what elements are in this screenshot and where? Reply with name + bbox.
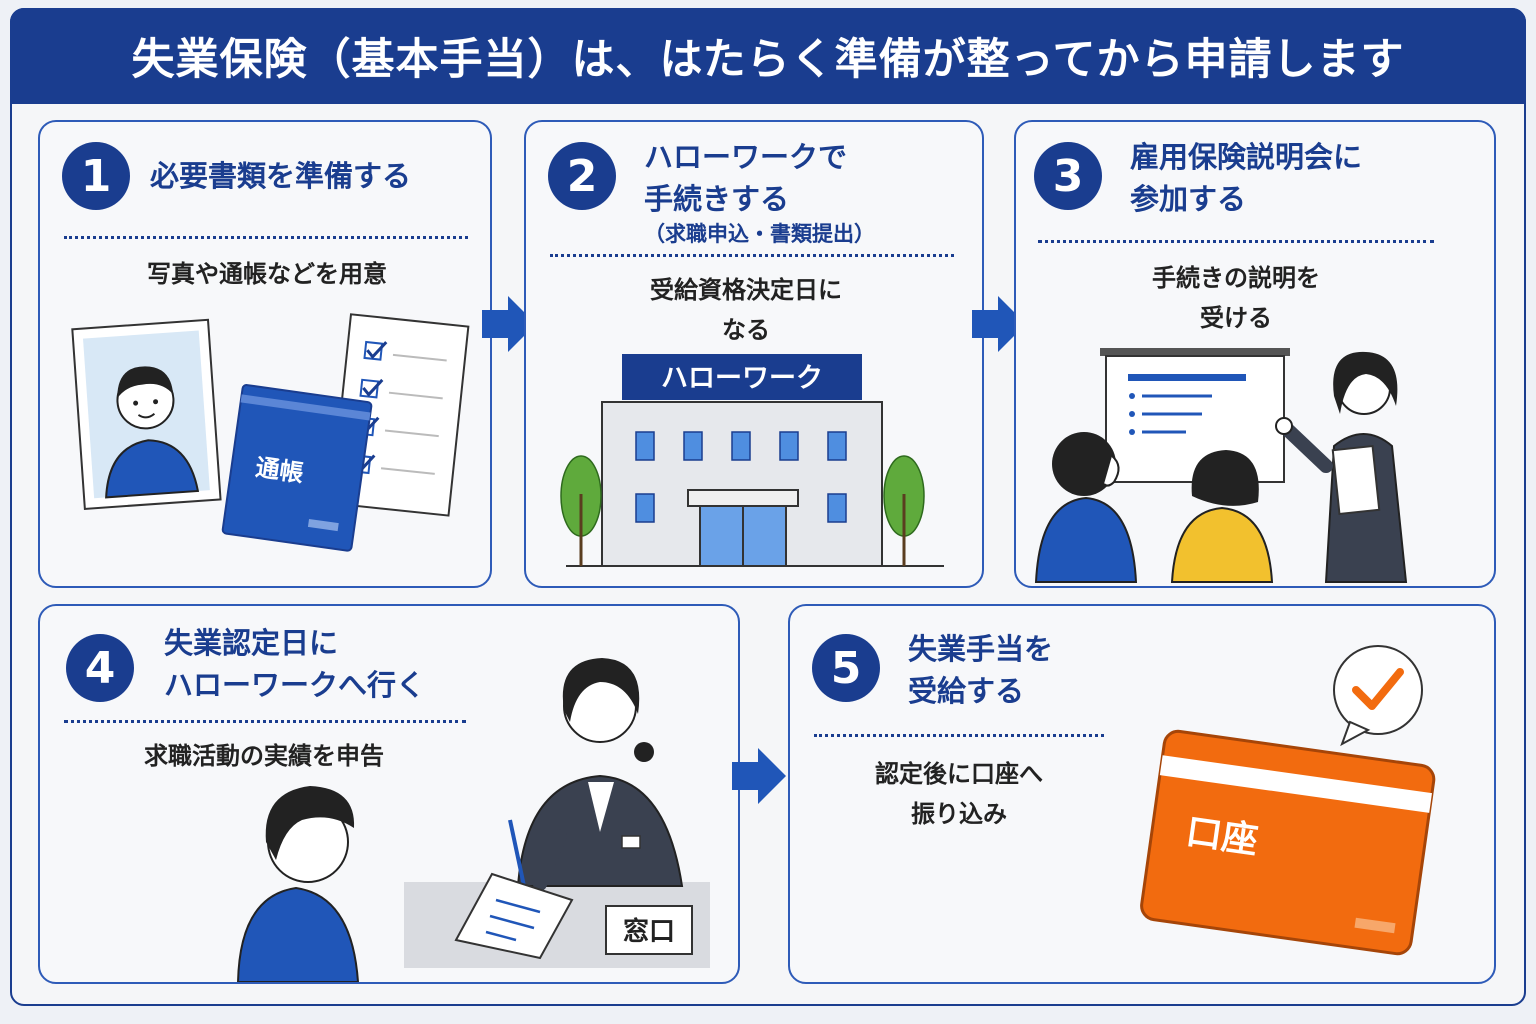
step-5-description: 認定後に口座へ 振り込み — [814, 754, 1104, 834]
step-4-description: 求職活動の実績を申告 — [144, 742, 384, 770]
step-4-divider — [64, 720, 466, 723]
step-3-heading-line1: 雇用保険説明会に — [1130, 140, 1363, 174]
applicant-person-icon — [236, 786, 360, 982]
step-2-heading-line1: ハローワークで — [644, 140, 848, 174]
passbook-icon: 通帳 — [221, 384, 373, 552]
step-2-panel: 2 ハローワークで 手続きする （求職申込・書類提出） 受給資格決定日に なる … — [524, 120, 984, 588]
step-5-heading-line2: 受給する — [908, 674, 1025, 708]
step-2-heading-sub: （求職申込・書類提出） — [644, 222, 875, 246]
tree-icon — [883, 455, 925, 566]
step-2-heading: ハローワークで 手続きする （求職申込・書類提出） — [644, 136, 875, 248]
step-5-heading: 失業手当を 受給する — [908, 628, 1053, 712]
page-title: 失業保険（基本手当）は、はたらく準備が整ってから申請します — [131, 35, 1405, 85]
presenter-person-icon — [1275, 351, 1408, 583]
step-3-panel: 3 雇用保険説明会に 参加する 手続きの説明を 受ける — [1014, 120, 1496, 588]
step-2-divider — [550, 254, 954, 257]
hello-work-building-illustration: ハローワーク — [560, 354, 944, 567]
step-2-number: 2 — [548, 142, 616, 210]
step-3-description-line1: 手続きの説明を — [1152, 264, 1320, 292]
step-4-heading-line2: ハローワークへ行く — [164, 668, 426, 702]
step-2-description: 受給資格決定日に なる — [526, 270, 966, 350]
step-1-number: 1 — [62, 142, 130, 210]
step-3-heading: 雇用保険説明会に 参加する — [1130, 136, 1362, 220]
step-2-description-line2: なる — [722, 316, 770, 344]
bankbook-icon: 口座 — [1140, 729, 1436, 956]
check-bubble-icon — [1333, 645, 1423, 747]
clerk-person-icon — [508, 658, 684, 891]
step-1-panel: 1 必要書類を準備する 写真や通帳などを用意 — [38, 120, 492, 588]
step-3-description: 手続きの説明を 受ける — [1016, 258, 1456, 338]
tree-icon — [560, 455, 602, 566]
audience-person-icon — [1170, 450, 1274, 583]
counter-illustration: 窓口 — [236, 658, 710, 982]
step-5-heading-line1: 失業手当を — [908, 632, 1054, 666]
step-3-heading-line2: 参加する — [1130, 182, 1247, 216]
step-4-heading-line1: 失業認定日に — [164, 626, 339, 660]
passbook-label: 通帳 — [254, 453, 305, 487]
photo-icon — [71, 318, 222, 510]
bankbook-label: 口座 — [1183, 811, 1260, 862]
checklist-icon — [330, 313, 470, 517]
seminar-illustration — [1034, 348, 1408, 583]
step-5-divider — [814, 734, 1104, 737]
building-sign-label: ハローワーク — [661, 363, 823, 394]
step-1-description: 写真や通帳などを用意 — [147, 260, 387, 288]
step-4-panel: 4 失業認定日に ハローワークへ行く 求職活動の実績を申告 窓口 — [38, 604, 740, 984]
title-bar: 失業保険（基本手当）は、はたらく準備が整ってから申請します — [10, 8, 1526, 104]
step-1-heading: 必要書類を準備する — [150, 159, 412, 193]
arrow-right-icon — [972, 296, 1026, 352]
documents-illustration: 通帳 — [71, 313, 470, 552]
arrow-right-icon — [732, 748, 786, 804]
step-5-number: 5 — [812, 634, 880, 702]
counter-sign-label: 窓口 — [623, 916, 675, 947]
step-2-heading-line2: 手続きする — [644, 182, 790, 216]
step-5-description-line1: 認定後に口座へ — [875, 760, 1043, 788]
step-1-divider — [64, 236, 468, 239]
step-3-number: 3 — [1034, 142, 1102, 210]
step-2-description-line1: 受給資格決定日に — [650, 276, 842, 304]
bank-account-illustration: 口座 — [1140, 645, 1436, 956]
arrow-right-icon — [482, 296, 536, 352]
audience-person-icon — [1034, 432, 1138, 583]
step-4-heading: 失業認定日に ハローワークへ行く — [164, 622, 425, 706]
step-4-number: 4 — [66, 634, 134, 702]
step-3-description-line2: 受ける — [1200, 304, 1272, 332]
step-3-divider — [1038, 240, 1434, 243]
step-5-panel: 5 失業手当を 受給する 認定後に口座へ 振り込み 口座 — [788, 604, 1496, 984]
step-5-description-line2: 振り込み — [911, 800, 1007, 828]
